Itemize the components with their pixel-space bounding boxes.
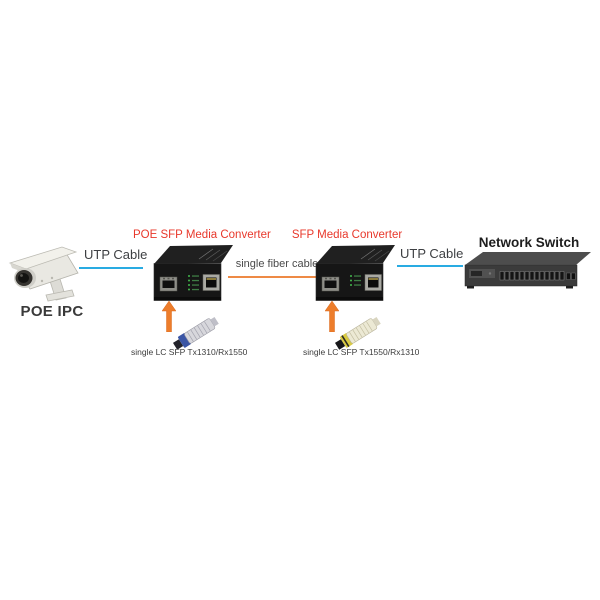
sfp-media-converter-icon — [315, 245, 395, 301]
network-switch-icon — [464, 252, 591, 289]
network-switch-label: Network Switch — [478, 235, 580, 250]
poe-ipc-label: POE IPC — [20, 303, 84, 320]
arrow-up-left-icon — [162, 301, 176, 332]
poe-sfp-media-converter-icon — [153, 245, 233, 301]
utp-cable-right-label: UTP Cable — [400, 246, 464, 261]
utp-cable-left-label: UTP Cable — [84, 247, 148, 262]
arrow-up-right-icon — [325, 301, 339, 332]
utp-cable-right-line — [397, 265, 463, 267]
sfp-converter-title: SFP Media Converter — [291, 229, 403, 241]
poe-ipc-camera-icon — [8, 246, 79, 302]
sfp-module-right-label: single LC SFP Tx1550/Rx1310 — [303, 347, 420, 357]
single-fiber-cable-label: single fiber cable — [235, 258, 319, 270]
sfp-module-left-icon — [172, 316, 219, 350]
sfp-module-left-label: single LC SFP Tx1310/Rx1550 — [131, 347, 248, 357]
sfp-module-right-icon — [334, 316, 381, 350]
single-fiber-cable-line — [228, 276, 318, 278]
utp-cable-left-line — [79, 267, 143, 269]
poe-sfp-converter-title: POE SFP Media Converter — [133, 229, 271, 241]
